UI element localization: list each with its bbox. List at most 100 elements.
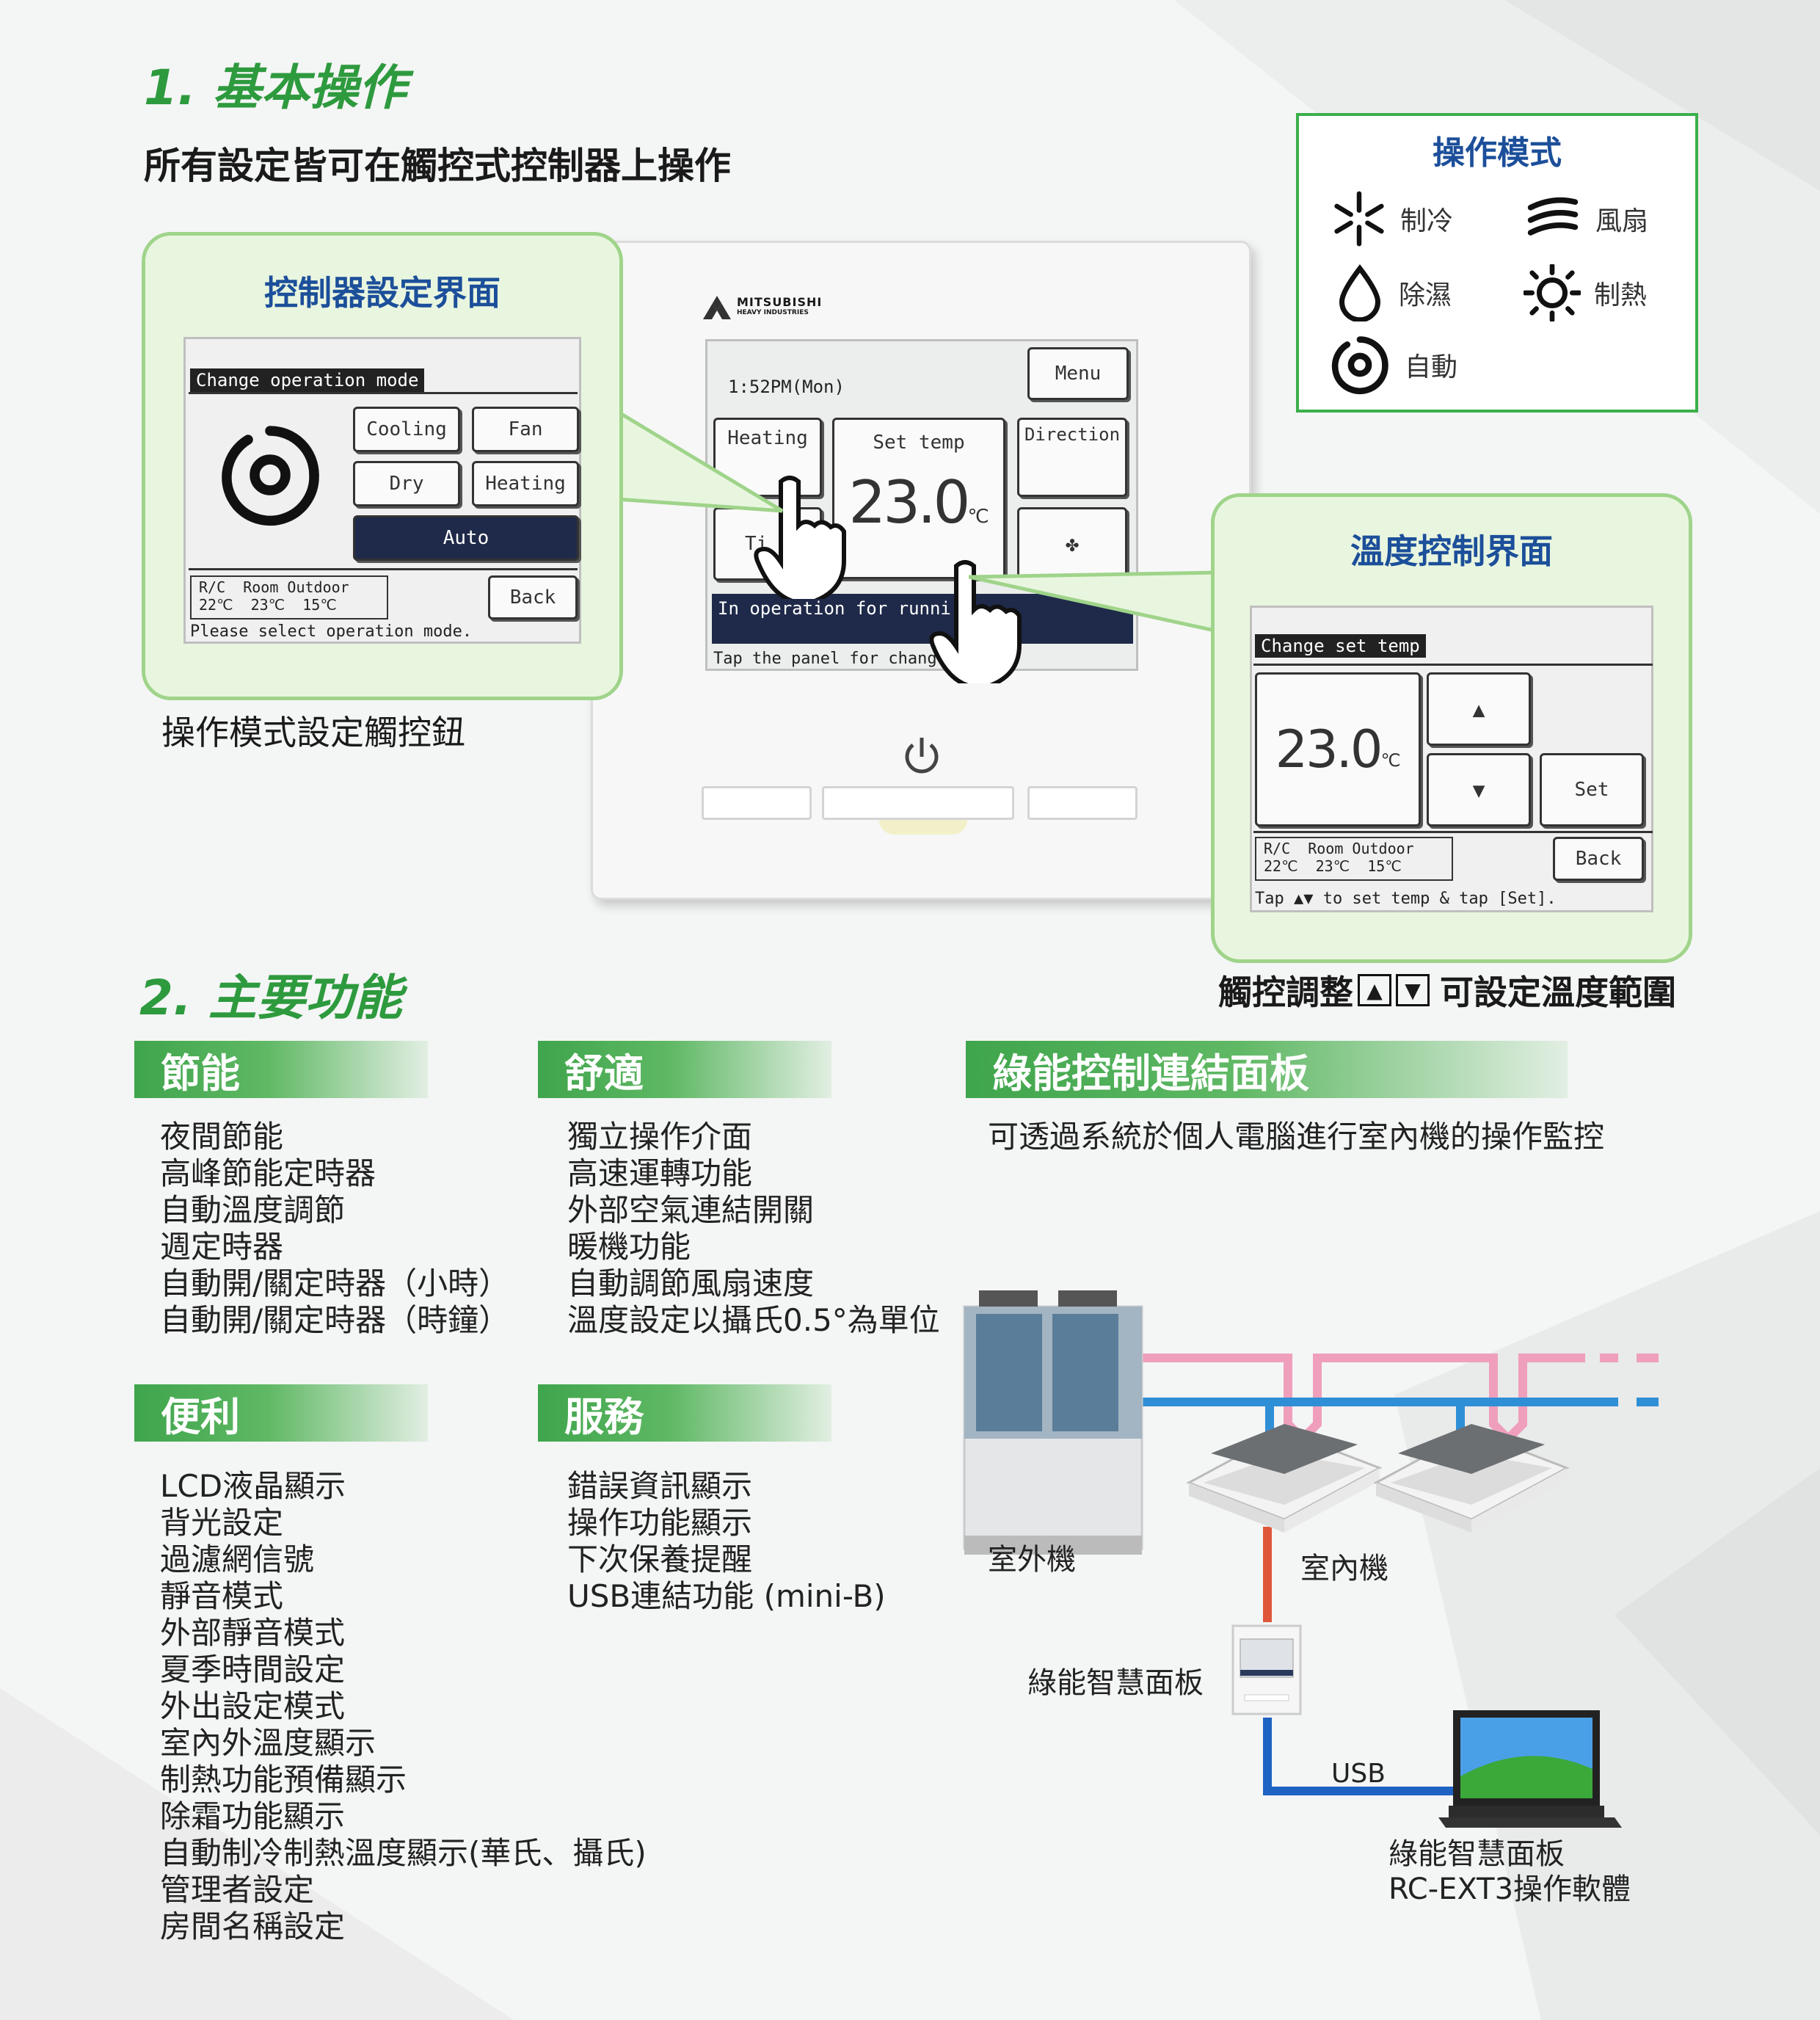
indoor-unit-image-2 [1373, 1424, 1570, 1533]
right-bubble: 溫度控制界面 Change set temp 23.0℃ ▲ ▼ Set R/C… [1211, 493, 1692, 963]
left-bubble-title: 控制器設定界面 [264, 273, 500, 313]
software-label: 綠能智慧面板 RC-EXT3操作軟體 [1388, 1837, 1631, 1906]
green-desc: 可透過系統於個人電腦進行室內機的操作監控 [988, 1119, 1605, 1155]
fan-wind-icon [1527, 197, 1579, 236]
list-item: 背光設定 [160, 1505, 284, 1541]
controller-device: MITSUBISHI HEAVY INDUSTRIES 1:52PM(Mon) … [591, 241, 1251, 900]
green-heading: 綠能控制連結面板 [966, 1041, 1568, 1098]
list-item: 靜音模式 [160, 1578, 284, 1614]
cooling-button[interactable]: Cooling [353, 407, 460, 452]
list-item: 室內外溫度顯示 [160, 1725, 376, 1761]
set-button[interactable]: Set [1540, 753, 1644, 826]
status-text: In operation for runni [718, 598, 951, 619]
set-temp-value: 23.0℃ [848, 468, 989, 537]
temp-back-button[interactable]: Back [1553, 837, 1644, 881]
mode-lcd: Change operation mode Cooling Fan Dry He… [183, 337, 581, 644]
mode-hint: Please select operation mode. [190, 622, 473, 641]
convenience-list: LCD液晶顯示 背光設定 過濾網信號 靜音模式 外部靜音模式 夏季時間設定 外出… [160, 1468, 647, 1945]
right-key[interactable] [1027, 786, 1138, 820]
list-item: 自動開/關定時器（小時） [160, 1265, 510, 1301]
list-item: 錯誤資訊顯示 [567, 1468, 753, 1504]
list-item: 自動制冷制熱溫度顯示(華氏、攝氏) [160, 1835, 647, 1871]
water-drop-icon [1339, 264, 1381, 321]
list-item: 過濾網信號 [160, 1541, 315, 1577]
temp-up-button[interactable]: ▲ [1427, 672, 1531, 746]
brand-sub: HEAVY INDUSTRIES [737, 309, 809, 316]
left-caption: 操作模式設定觸控鈕 [161, 713, 465, 752]
mode-lcd-title: Change operation mode [190, 368, 425, 392]
back-button[interactable]: Back [488, 575, 578, 620]
comfort-list: 獨立操作介面 高速運轉功能 外部空氣連結開關 暖機功能 自動調節風扇速度 溫度設… [567, 1119, 940, 1339]
temp-lcd: Change set temp 23.0℃ ▲ ▼ Set R/C Room O… [1250, 606, 1653, 912]
legend-cooling: 制冷 [1331, 191, 1453, 247]
service-list: 錯誤資訊顯示 操作功能顯示 下次保養提醒 USB連結功能 (mini-B) [567, 1468, 886, 1615]
auto-swirl-icon [222, 426, 319, 526]
direction-button[interactable]: Direction [1017, 418, 1127, 497]
list-item: 高速運轉功能 [567, 1155, 753, 1191]
brand-name: MITSUBISHI [737, 295, 823, 309]
led-indicator [879, 820, 967, 835]
legend-heating: 制熱 [1524, 264, 1647, 321]
list-item: 自動開/關定時器（時鐘） [160, 1302, 510, 1338]
sun-icon [1524, 264, 1581, 321]
operation-mode-legend: 操作模式 制冷 風扇 除濕 制熱 自動 [1296, 113, 1698, 413]
comfort-heading: 舒適 [538, 1041, 831, 1098]
left-key[interactable] [702, 786, 812, 820]
temp-down-button[interactable]: ▼ [1427, 753, 1531, 826]
left-bubble-pointer [616, 411, 784, 513]
list-item: 溫度設定以攝氏0.5°為單位 [567, 1302, 940, 1338]
fan-speed-icon: ✤ [1065, 531, 1080, 557]
clock: 1:52PM(Mon) [728, 377, 845, 397]
mitsubishi-diamond-icon [703, 296, 731, 319]
caption-up-icon: ▲ [1358, 974, 1391, 1006]
system-diagram [963, 1290, 1659, 1828]
list-item: LCD液晶顯示 [160, 1468, 346, 1504]
list-item: 操作功能顯示 [567, 1505, 753, 1541]
legend-dry: 除濕 [1334, 264, 1452, 321]
list-item: 外部空氣連結開關 [567, 1192, 815, 1228]
list-item: 獨立操作介面 [567, 1119, 753, 1155]
temp-lcd-title: Change set temp [1255, 634, 1426, 658]
list-item: 夜間節能 [160, 1119, 284, 1155]
center-key[interactable] [822, 786, 1014, 820]
auto-swirl-icon [1331, 336, 1388, 395]
list-item: 制熱功能預備顯示 [160, 1762, 407, 1798]
energy-list: 夜間節能 高峰節能定時器 自動溫度調節 週定時器 自動開/關定時器（小時） 自動… [160, 1119, 509, 1339]
list-item: 除霜功能顯示 [160, 1798, 346, 1834]
list-item: 管理者設定 [160, 1872, 315, 1908]
energy-heading: 節能 [134, 1041, 428, 1098]
list-item: USB連結功能 (mini-B) [567, 1578, 886, 1614]
fan-button[interactable]: Fan [472, 407, 579, 452]
set-temp-button[interactable]: Set temp 23.0℃ [832, 418, 1005, 579]
list-item: 暖機功能 [567, 1229, 691, 1265]
right-bubble-title: 溫度控制界面 [1350, 531, 1553, 571]
set-temp-label: Set temp [873, 431, 965, 454]
outdoor-label: 室外機 [988, 1543, 1076, 1577]
section1-subtitle: 所有設定皆可在觸控式控制器上操作 [144, 145, 731, 187]
right-caption: 觸控調整 ▲ ▼ 可設定溫度範圍 [1218, 973, 1676, 1012]
indoor-unit-image [1186, 1424, 1383, 1533]
list-item: 外出設定模式 [160, 1688, 346, 1724]
indoor-label: 室內機 [1300, 1552, 1388, 1585]
temp-lcd-status: R/C Room Outdoor 22℃ 23℃ 15℃ [1255, 837, 1453, 881]
dry-button[interactable]: Dry [353, 461, 460, 506]
finger-pointer-icon [754, 476, 846, 599]
temp-hint: Tap ▲▼ to set temp & tap [Set]. [1255, 890, 1557, 908]
convenience-heading: 便利 [134, 1384, 428, 1442]
legend-auto: 自動 [1328, 333, 1457, 396]
usb-label: USB [1331, 1759, 1386, 1789]
panel-label: 綠能智慧面板 [1027, 1666, 1204, 1700]
outdoor-unit-image [963, 1290, 1143, 1555]
list-item: 外部靜音模式 [160, 1615, 346, 1651]
tap-hint: Tap the panel for chang [713, 650, 937, 668]
power-icon[interactable] [901, 735, 942, 779]
finger-pointer-icon-2 [929, 560, 1022, 683]
menu-button[interactable]: Menu [1027, 347, 1129, 400]
service-heading: 服務 [538, 1384, 831, 1442]
heating-button[interactable]: Heating [472, 461, 579, 506]
temp-display: 23.0℃ [1255, 672, 1421, 826]
legend-title: 操作模式 [1433, 134, 1562, 172]
main-lcd: 1:52PM(Mon) Menu Heating Set temp 23.0℃ … [705, 339, 1138, 671]
auto-button[interactable]: Auto [353, 515, 579, 561]
laptop-image [1438, 1710, 1622, 1828]
